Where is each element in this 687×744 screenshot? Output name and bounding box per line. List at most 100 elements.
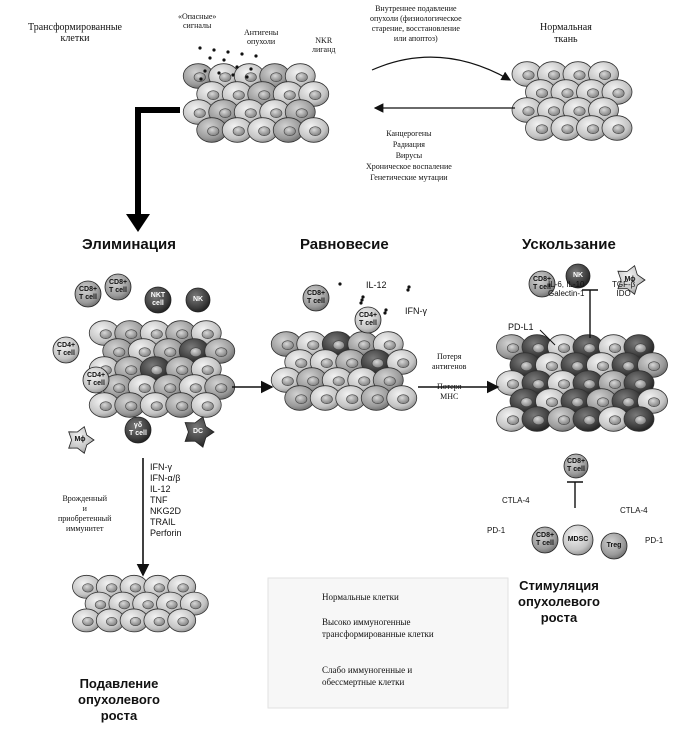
suppressed-tumor-cell <box>143 608 173 633</box>
nk-cell <box>185 287 211 313</box>
suppressed-tumor-cell <box>95 608 125 633</box>
cytokine-dot <box>360 298 364 302</box>
phase-escape: Ускользание <box>522 236 616 253</box>
mdsc-cell-label: MDSC <box>567 536 589 543</box>
effector-item: TRAIL <box>150 517 176 527</box>
treg-cell <box>600 532 628 560</box>
cd4-t-cell <box>354 306 382 334</box>
mdsc-inhibition-line <box>567 481 583 508</box>
danger-signal-dot <box>217 71 221 75</box>
equilibrium-tumor-cell <box>335 385 367 411</box>
intrinsic-suppression-label: Внутреннее подавление опухоли (физиологи… <box>370 4 462 43</box>
nk-cell-label: NK <box>192 296 204 303</box>
escape-tumor-cell <box>560 388 592 414</box>
equilibrium-tumor-cell <box>360 385 392 411</box>
elimination-tumor-cell <box>190 392 222 418</box>
danger-signal-dot <box>240 52 244 56</box>
legend-normal: Нормальные клетки <box>322 592 399 602</box>
elimination-tumor-cell <box>88 320 120 346</box>
outcome-stimulation: Стимуляция опухолевого роста <box>518 578 600 625</box>
loss-label: Потеря антигенов Потеря MHC <box>432 352 467 401</box>
cd8-t-cell <box>74 280 102 308</box>
effector-item: NKG2D <box>150 506 182 516</box>
elimination-arrow <box>135 107 180 222</box>
macrophage <box>617 265 646 295</box>
transformed-cell <box>298 81 330 107</box>
cd8-t-cell-label: CD8+ T cell <box>532 276 552 291</box>
elimination-arrowhead <box>126 214 150 232</box>
cytokine-dot <box>383 311 387 315</box>
cd8-t-cell-label: CD8+ T cell <box>566 458 586 473</box>
cytokine-dot <box>406 288 410 292</box>
cd8-t-cell <box>528 270 556 298</box>
effector-item: IL-12 <box>150 484 171 494</box>
effector-item: IFN-γ <box>150 462 172 472</box>
cd8-t-cell <box>563 453 589 479</box>
pdl1-label: PD-L1 <box>508 322 534 332</box>
immunity-label: Врожденный и приобретенный иммунитет <box>58 494 112 533</box>
equilibrium-tumor-cell <box>284 385 316 411</box>
ctla4-left-label: CTLA-4 <box>502 496 530 505</box>
escape-tumor-cell <box>637 352 668 378</box>
cd8-t-cell <box>531 526 559 554</box>
danger-signal-dot <box>208 56 212 60</box>
legend-weakly-immunogenic: Слабо иммуногенные и обессмертные клетки <box>322 665 413 687</box>
danger-signal-dot <box>212 48 216 52</box>
danger-signal-dot <box>231 73 235 77</box>
danger-signal-dot <box>235 65 239 69</box>
cytokine-dot <box>361 295 365 299</box>
inhibition-line <box>582 289 598 338</box>
danger-signals-label: «Опасные» сигналы <box>178 12 217 30</box>
treg-cell-label: Treg <box>606 542 622 549</box>
dendritic-cell-label: DC <box>192 428 204 435</box>
nkt-cell <box>144 286 172 314</box>
macrophage-label: Mϕ <box>624 276 636 283</box>
danger-signal-dot <box>222 58 226 62</box>
equilibrium-tumor-cell <box>270 367 302 393</box>
cd4-t-cell-label: CD4+ T cell <box>358 312 378 327</box>
transformed-cell <box>298 117 330 143</box>
elimination-tumor-cell <box>114 392 146 418</box>
cytokine-dot <box>407 285 411 289</box>
nkt-cell-label: NKT cell <box>150 292 166 307</box>
suppressed-tumor-cell <box>72 608 101 633</box>
cytokine-dot <box>359 301 363 305</box>
cd8-t-cell-label: CD8+ T cell <box>306 290 326 305</box>
cd8-t-cell <box>302 284 330 312</box>
tumor-antigens-label: Антигены опухоли <box>244 28 279 46</box>
danger-signal-dot <box>203 69 207 73</box>
escape-tumor-cell <box>598 406 629 432</box>
gamma-delta-t-cell <box>124 416 152 444</box>
outcome-suppression: Подавление опухолевого роста <box>78 676 160 723</box>
danger-signal-dot <box>198 46 202 50</box>
cd8-t-cell-label: CD8+ T cell <box>535 532 555 547</box>
normal-tissue-cell <box>601 115 633 141</box>
legend-box <box>267 577 509 709</box>
ctla4-right-label: CTLA-4 <box>620 506 648 515</box>
ifn-gamma-label: IFN-γ <box>405 306 427 316</box>
cd8-t-cell <box>104 273 132 301</box>
elimination-tumor-cell <box>139 392 171 418</box>
escape-tumor-cell <box>496 406 527 432</box>
transformed-cells-label: Трансформированные клетки <box>28 22 122 44</box>
normal-tissue-cell <box>601 79 633 105</box>
effector-item: IFN-α/β <box>150 473 181 483</box>
immune-cells <box>52 263 646 560</box>
danger-signal-dot <box>199 77 203 81</box>
normal-tissue-label: Нормальная ткань <box>540 22 592 45</box>
phase-elimination: Элиминация <box>82 236 176 253</box>
suppressed-tumor-cell <box>72 574 101 599</box>
transformed-cell <box>272 117 304 143</box>
cd4-t-cell-label: CD4+ T cell <box>86 372 106 387</box>
equilibrium-tumor-cell <box>386 385 418 411</box>
danger-signal-dot <box>254 54 258 58</box>
causes-label: Канцерогены Радиация Вирусы Хроническое … <box>366 129 452 182</box>
pd1-right-label: PD-1 <box>645 536 664 545</box>
nk-cell-label: NK <box>572 272 584 279</box>
cytokine-dot <box>338 282 342 286</box>
nkg2d-ligands-label: NKR лиганд <box>312 36 336 54</box>
gamma-delta-t-cell-label: γδ T cell <box>129 422 147 437</box>
escape-tumor-cell <box>623 406 655 432</box>
